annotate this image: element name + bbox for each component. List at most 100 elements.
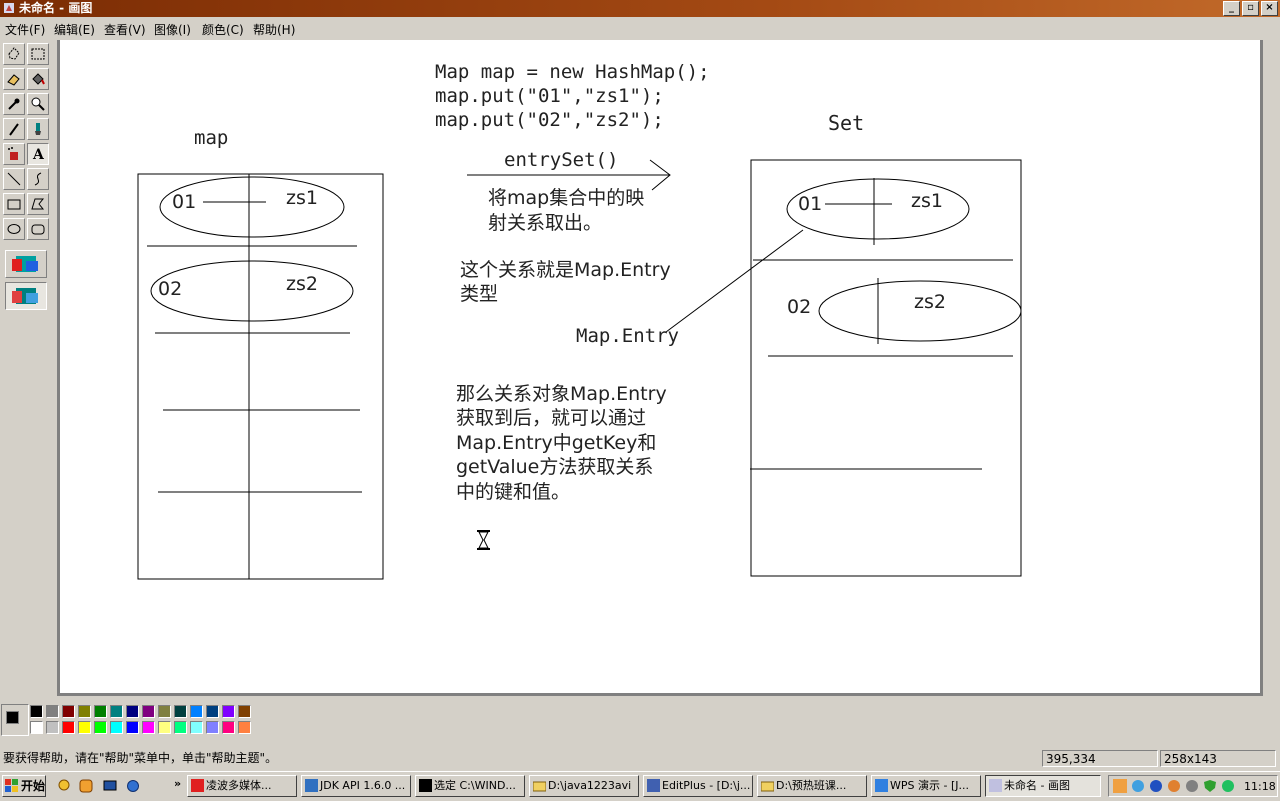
- color-swatch[interactable]: [222, 705, 235, 718]
- task-wps[interactable]: WPS 演示 - [J...: [871, 775, 981, 797]
- help-doc-icon: [305, 779, 318, 792]
- menu-edit[interactable]: 编辑(E): [54, 23, 95, 37]
- brush-tool[interactable]: [27, 118, 49, 140]
- map-entry-pointer: [665, 229, 804, 333]
- task-label: D:\java1223avi: [548, 779, 632, 792]
- menu-view[interactable]: 查看(V): [104, 23, 146, 37]
- folder-icon: [761, 781, 774, 792]
- polygon-tool[interactable]: [27, 193, 49, 215]
- wps-icon: [875, 779, 888, 792]
- curve-tool[interactable]: [27, 168, 49, 190]
- free-select-tool[interactable]: [3, 43, 25, 65]
- color-swatch[interactable]: [238, 705, 251, 718]
- rounded-rect-tool[interactable]: [27, 218, 49, 240]
- start-button[interactable]: 开始: [2, 775, 46, 797]
- pencil-tool[interactable]: [3, 118, 25, 140]
- color-swatch[interactable]: [126, 705, 139, 718]
- task-cmd[interactable]: 选定 C:\WIND...: [415, 775, 525, 797]
- map-val1: zs1: [286, 187, 318, 209]
- rect-select-icon: [31, 48, 45, 60]
- color-swatch[interactable]: [30, 721, 43, 734]
- color-picker-tool[interactable]: [3, 93, 25, 115]
- clock: 11:18: [1244, 780, 1276, 793]
- ellipse-tool[interactable]: [3, 218, 25, 240]
- tray-app-icon[interactable]: [1167, 779, 1181, 793]
- quicklaunch-desktop-icon[interactable]: [103, 779, 117, 793]
- menu-image[interactable]: 图像(I): [154, 23, 191, 37]
- tray-shield-icon[interactable]: [1203, 779, 1217, 793]
- curve-icon: [34, 172, 42, 186]
- drawing-strokes: [137, 159, 1022, 580]
- color-swatch[interactable]: [238, 721, 251, 734]
- text-transparent-option[interactable]: [5, 282, 47, 310]
- color-swatch[interactable]: [62, 721, 75, 734]
- window-title: 未命名 - 画图: [19, 1, 93, 15]
- close-button[interactable]: ×: [1261, 1, 1278, 16]
- vertical-scrollbar[interactable]: [1263, 40, 1280, 696]
- color-swatch[interactable]: [46, 721, 59, 734]
- color-swatch[interactable]: [110, 721, 123, 734]
- color-swatch[interactable]: [142, 705, 155, 718]
- map-box: [137, 173, 384, 580]
- minimize-button[interactable]: _: [1223, 1, 1240, 16]
- eraser-tool[interactable]: [3, 68, 25, 90]
- taskbar: 开始 » 凌波多媒体... JDK API 1.6.0 ... 选定 C:\WI…: [0, 771, 1280, 801]
- quicklaunch-ie-icon[interactable]: [126, 779, 140, 793]
- color-swatch[interactable]: [110, 705, 123, 718]
- opaque-background-icon: [12, 256, 38, 272]
- color-swatch[interactable]: [30, 705, 43, 718]
- color-swatch[interactable]: [174, 721, 187, 734]
- color-swatch[interactable]: [222, 721, 235, 734]
- quicklaunch-app-icon[interactable]: [79, 779, 93, 793]
- color-swatch[interactable]: [206, 721, 219, 734]
- color-swatch[interactable]: [46, 705, 59, 718]
- line-tool[interactable]: [3, 168, 25, 190]
- tray-update-icon[interactable]: [1221, 779, 1235, 793]
- color-swatch[interactable]: [94, 721, 107, 734]
- task-paint[interactable]: 未命名 - 画图: [985, 775, 1101, 797]
- task-lingbo[interactable]: 凌波多媒体...: [187, 775, 297, 797]
- task-label: WPS 演示 - [J...: [890, 779, 969, 792]
- task-jdk-api[interactable]: JDK API 1.6.0 ...: [301, 775, 411, 797]
- color-swatch[interactable]: [78, 705, 91, 718]
- color-swatch[interactable]: [142, 721, 155, 734]
- title-bar: 未命名 - 画图 _ ▫ ×: [0, 0, 1280, 17]
- menu-file[interactable]: 文件(F): [5, 23, 46, 37]
- rect-select-tool[interactable]: [27, 43, 49, 65]
- color-swatch[interactable]: [190, 705, 203, 718]
- airbrush-tool[interactable]: [3, 143, 25, 165]
- restore-button[interactable]: ▫: [1242, 1, 1259, 16]
- magnifier-tool[interactable]: [27, 93, 49, 115]
- menu-colors[interactable]: 颜色(C): [202, 23, 244, 37]
- rectangle-tool[interactable]: [3, 193, 25, 215]
- tray-settings-icon[interactable]: [1185, 779, 1199, 793]
- code-line-2: map.put("01","zs1");: [435, 85, 664, 107]
- color-swatch[interactable]: [206, 705, 219, 718]
- current-colors[interactable]: [1, 704, 29, 736]
- color-swatch[interactable]: [174, 705, 187, 718]
- note3-line2: 获取到后，就可以通过: [456, 407, 647, 429]
- color-swatch[interactable]: [158, 705, 171, 718]
- fill-tool[interactable]: [27, 68, 49, 90]
- text-opaque-option[interactable]: [5, 250, 47, 278]
- color-swatch[interactable]: [62, 705, 75, 718]
- task-folder-java[interactable]: D:\java1223avi: [529, 775, 639, 797]
- tray-browser-icon[interactable]: [1149, 779, 1163, 793]
- color-swatch[interactable]: [126, 721, 139, 734]
- quicklaunch-overflow[interactable]: »: [174, 777, 182, 790]
- quicklaunch-qq-icon[interactable]: [57, 779, 71, 793]
- drawing-canvas[interactable]: Map map = new HashMap(); map.put("01","z…: [60, 40, 1260, 693]
- color-swatch[interactable]: [190, 721, 203, 734]
- set-key2: 02: [787, 296, 812, 318]
- color-swatch[interactable]: [78, 721, 91, 734]
- menu-help[interactable]: 帮助(H): [253, 23, 296, 37]
- task-folder-course[interactable]: D:\预热班课...: [757, 775, 867, 797]
- task-editplus[interactable]: EditPlus - [D:\j...: [643, 775, 753, 797]
- color-swatch[interactable]: [158, 721, 171, 734]
- tray-network-icon[interactable]: [1131, 779, 1145, 793]
- color-swatch[interactable]: [94, 705, 107, 718]
- text-tool[interactable]: A: [27, 143, 49, 165]
- system-tray: 11:18: [1108, 775, 1278, 797]
- tray-ime-icon[interactable]: [1113, 779, 1127, 793]
- eyedropper-icon: [8, 98, 20, 110]
